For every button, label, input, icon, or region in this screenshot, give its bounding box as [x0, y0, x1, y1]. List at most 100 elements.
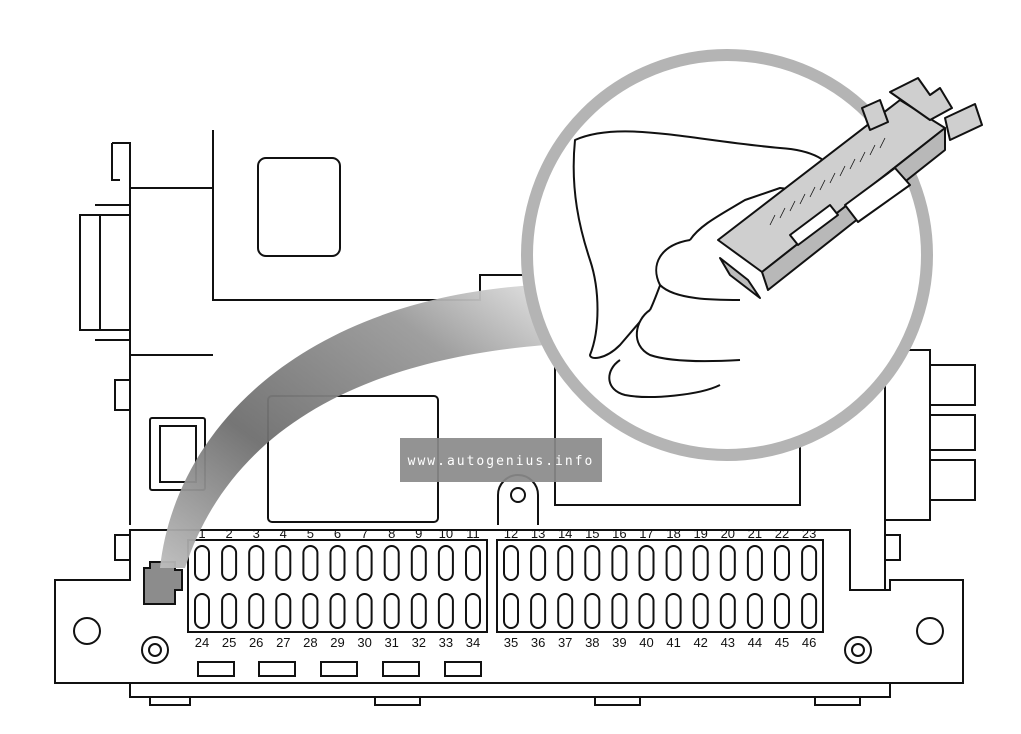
fuse-puller-icon — [717, 77, 983, 299]
fuse-slot — [465, 593, 481, 629]
fuse-number-top: 6 — [334, 526, 341, 541]
fuse-number-top: 15 — [585, 526, 599, 541]
fuse-slot — [410, 545, 427, 581]
fuse-slot — [530, 593, 547, 629]
watermark: www.autogenius.info — [400, 438, 602, 482]
fuse-slot — [302, 593, 319, 629]
fuse-number-bottom: 46 — [802, 635, 816, 650]
fuse-number-bottom: 37 — [558, 635, 572, 650]
fuse-slot — [410, 593, 427, 629]
fuse-slot — [801, 545, 818, 581]
fuse-number-labels: 1242253264275286297308319321033113412351… — [195, 526, 817, 650]
fuse-slot — [248, 593, 265, 629]
fuse-number-bottom: 41 — [666, 635, 680, 650]
fuse-number-bottom: 24 — [195, 635, 209, 650]
fuse-number-top: 16 — [612, 526, 626, 541]
fuse-number-top: 20 — [721, 526, 735, 541]
fuse-number-top: 4 — [280, 526, 287, 541]
fuse-slot — [665, 593, 682, 629]
fuse-slot — [275, 545, 292, 581]
fuse-panel — [54, 529, 964, 706]
fuse-number-bottom: 30 — [357, 635, 371, 650]
fuse-slot — [692, 593, 709, 629]
fuse-number-bottom: 40 — [639, 635, 653, 650]
fuse-slot — [194, 593, 210, 629]
fuse-slot — [638, 545, 655, 581]
fuse-number-bottom: 29 — [330, 635, 344, 650]
fuse-slot — [302, 545, 319, 581]
watermark-text: www.autogenius.info — [408, 454, 595, 469]
fuse-number-bottom: 45 — [775, 635, 789, 650]
fuse-slot — [611, 545, 628, 581]
fuse-number-bottom: 38 — [585, 635, 599, 650]
fuse-slot — [638, 593, 655, 629]
fuse-slot — [465, 545, 481, 581]
fuse-slot — [719, 593, 736, 629]
fuse-number-top: 1 — [198, 526, 205, 541]
fuse-slot — [329, 545, 346, 581]
fuse-slot — [665, 545, 682, 581]
hand-illustration — [572, 130, 832, 398]
fuse-puller-in-slot — [143, 561, 183, 605]
fuse-slot — [584, 545, 601, 581]
fuse-slot — [557, 593, 574, 629]
fuse-number-top: 10 — [439, 526, 453, 541]
fuse-number-bottom: 43 — [721, 635, 735, 650]
fuse-slot — [275, 593, 292, 629]
fuse-number-top: 2 — [225, 526, 232, 541]
fuse-number-bottom: 25 — [222, 635, 236, 650]
fuse-slot — [503, 545, 519, 581]
fuse-slot — [383, 545, 400, 581]
fuse-slot — [774, 593, 790, 629]
fuse-slot — [530, 545, 547, 581]
fuse-number-top: 23 — [802, 526, 816, 541]
fuse-slot — [801, 593, 818, 629]
fuse-number-bottom: 44 — [748, 635, 762, 650]
fuse-slot — [774, 545, 790, 581]
fuse-slot — [437, 593, 454, 629]
fuse-number-top: 12 — [504, 526, 518, 541]
fuse-number-top: 11 — [466, 526, 480, 541]
fuse-slot — [584, 593, 601, 629]
fuse-slot — [437, 545, 454, 581]
fuse-number-bottom: 36 — [531, 635, 545, 650]
fuse-number-top: 18 — [666, 526, 680, 541]
fuse-slot — [221, 545, 238, 581]
fuse-number-top: 19 — [693, 526, 707, 541]
fuse-number-bottom: 28 — [303, 635, 317, 650]
fuse-number-bottom: 39 — [612, 635, 626, 650]
fuse-number-top: 13 — [531, 526, 545, 541]
fuse-slots — [194, 545, 818, 629]
fuse-slot — [356, 593, 373, 629]
fuse-slot — [746, 593, 763, 629]
fuse-number-bottom: 31 — [384, 635, 398, 650]
fuse-number-bottom: 42 — [693, 635, 707, 650]
fuse-slot — [692, 545, 709, 581]
fuse-number-top: 14 — [558, 526, 572, 541]
fuse-slot — [329, 593, 346, 629]
fuse-number-bottom: 26 — [249, 635, 263, 650]
fuse-number-top: 21 — [748, 526, 762, 541]
fuse-slot — [383, 593, 400, 629]
fuse-slot — [557, 545, 574, 581]
fuse-slot — [248, 545, 265, 581]
fuse-number-top: 9 — [415, 526, 422, 541]
fuse-number-top: 8 — [388, 526, 395, 541]
fuse-slot — [194, 545, 210, 581]
fuse-slot — [611, 593, 628, 629]
fuse-number-top: 3 — [253, 526, 260, 541]
fuse-slot — [356, 545, 373, 581]
fuse-number-bottom: 32 — [412, 635, 426, 650]
fuse-number-bottom: 34 — [466, 635, 480, 650]
fuse-number-bottom: 35 — [504, 635, 518, 650]
fuse-slot — [719, 545, 736, 581]
fuse-slot — [503, 593, 519, 629]
fuse-number-top: 5 — [307, 526, 314, 541]
fuse-number-top: 22 — [775, 526, 789, 541]
callout-circle — [521, 49, 983, 461]
fuse-number-top: 7 — [361, 526, 368, 541]
fuse-number-bottom: 27 — [276, 635, 290, 650]
fuse-number-bottom: 33 — [439, 635, 453, 650]
fuse-number-top: 17 — [639, 526, 653, 541]
